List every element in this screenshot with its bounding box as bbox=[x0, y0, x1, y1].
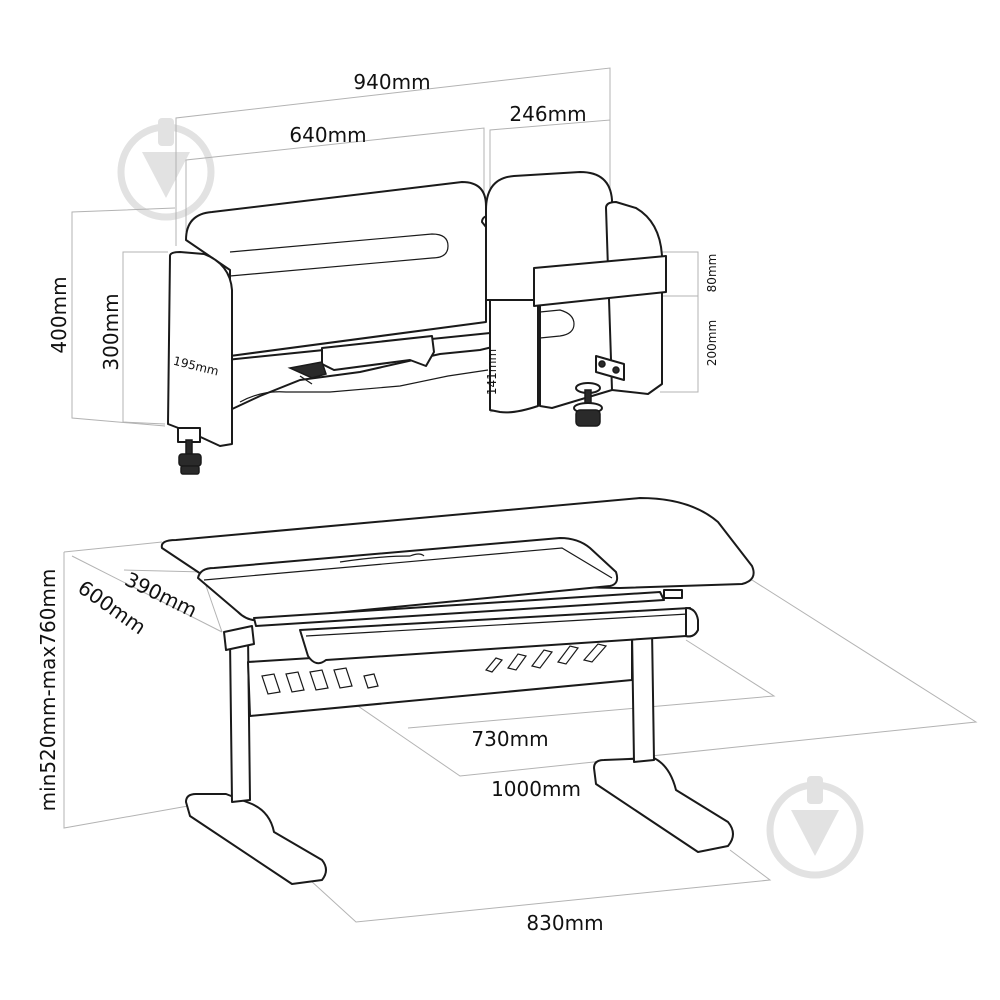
side-panel-bottom-label: 200mm bbox=[705, 320, 719, 366]
watermark-logo-icon bbox=[766, 776, 864, 879]
shelf-side-width-label: 246mm bbox=[509, 102, 586, 126]
watermark-logo-icon bbox=[117, 118, 215, 221]
shelf-total-height-label: 400mm bbox=[47, 276, 71, 353]
shelf-total-width-label: 940mm bbox=[353, 70, 430, 94]
desk-drawing bbox=[160, 497, 755, 885]
desk-tilt-top bbox=[197, 537, 619, 622]
bookshelf-drawing bbox=[167, 171, 667, 475]
shelf-front-rail bbox=[533, 255, 667, 307]
desk-right-leg bbox=[631, 629, 655, 763]
tilt-top-width-label: 730mm bbox=[471, 727, 548, 751]
desk-dimension-lines bbox=[63, 541, 978, 923]
shelf-right-clamp-knob bbox=[573, 382, 603, 427]
shelf-clamp-bracket bbox=[321, 335, 435, 371]
shelf-left-clamp-knob bbox=[177, 427, 202, 475]
clamp-height-label: 141mm bbox=[485, 349, 499, 395]
desk-height-range-label: min520mm-max760mm bbox=[36, 569, 60, 812]
crossbar-vent-slots bbox=[261, 643, 608, 695]
desk-left-leg bbox=[229, 635, 251, 803]
desk-right-foot bbox=[593, 757, 734, 853]
shelf-main-width-label: 640mm bbox=[289, 123, 366, 147]
side-panel-top-label: 80mm bbox=[705, 254, 719, 293]
desk-left-foot bbox=[185, 793, 327, 885]
shelf-dimension-lines bbox=[71, 67, 699, 427]
shelf-side-height-label: 300mm bbox=[99, 293, 123, 370]
desk-front-edge bbox=[253, 591, 665, 627]
shelf-left-panel bbox=[167, 251, 233, 447]
desk-width-label: 1000mm bbox=[491, 777, 581, 801]
base-width-label: 830mm bbox=[526, 911, 603, 935]
